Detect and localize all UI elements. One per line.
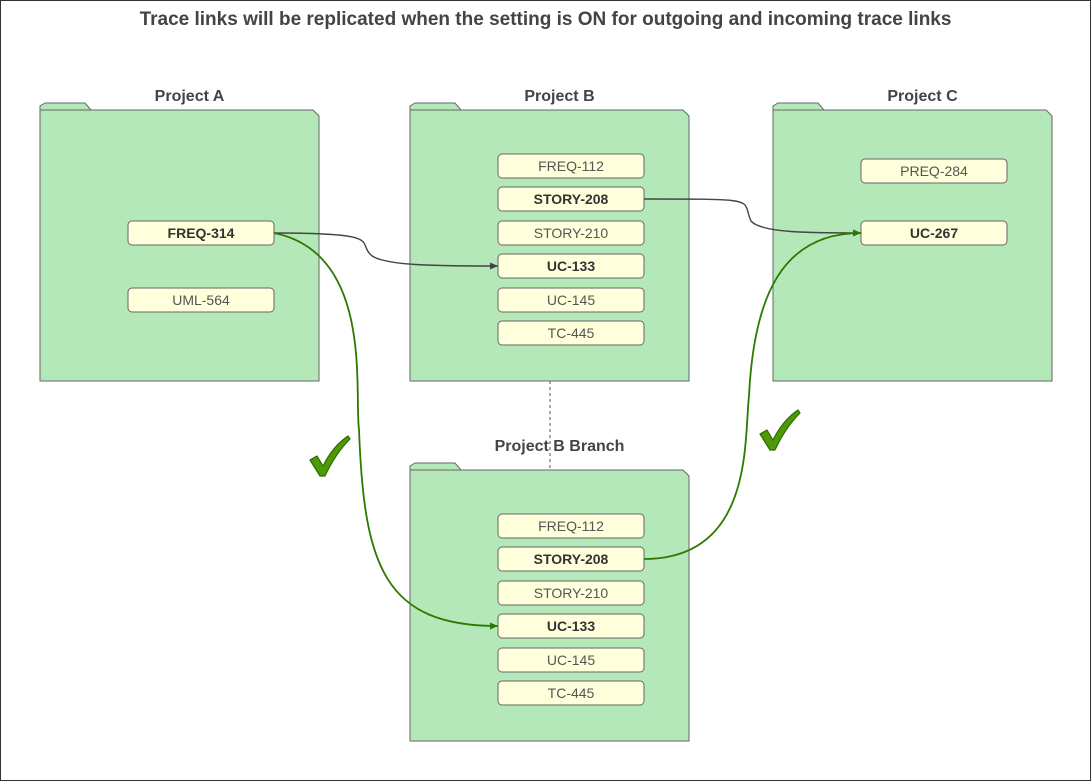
trace-link-bb-story-208-to-c-uc-267 [643, 229, 862, 560]
artifact-label: STORY-210 [534, 225, 609, 241]
diagram-title: Trace links will be replicated when the … [139, 9, 952, 30]
folder-label: Project B [524, 88, 594, 105]
artifact-uc-133[interactable]: UC-133 [497, 253, 645, 279]
folder-tab [409, 462, 463, 471]
artifact-box[interactable] [497, 153, 645, 179]
artifact-uc-133[interactable]: UC-133 [497, 613, 645, 639]
folder-tab [409, 102, 463, 111]
artifact-freq-314[interactable]: FREQ-314 [127, 220, 275, 246]
artifact-label: UC-133 [547, 258, 595, 274]
artifact-tc-445[interactable]: TC-445 [497, 320, 645, 346]
artifact-tc-445[interactable]: TC-445 [497, 680, 645, 706]
artifact-label: UC-133 [547, 618, 595, 634]
artifact-story-208[interactable]: STORY-208 [497, 186, 645, 212]
artifact-box[interactable] [497, 680, 645, 706]
artifact-uml-564[interactable]: UML-564 [127, 287, 275, 313]
trace-link-a-freq-314-to-b-uc-133 [273, 232, 499, 270]
artifact-box[interactable] [497, 220, 645, 246]
folder-label: Project C [887, 88, 958, 105]
artifact-box[interactable] [497, 320, 645, 346]
folder-project-b: Project B FREQ-112STORY-208STORY-210UC-13… [409, 88, 690, 382]
artifact-label: TC-445 [548, 325, 595, 341]
trace-link-a-freq-314-to-bb-uc-133 [273, 232, 499, 630]
artifact-label: FREQ-112 [538, 518, 604, 534]
artifact-box[interactable] [497, 647, 645, 673]
artifact-box[interactable] [497, 513, 645, 539]
artifact-label: STORY-208 [534, 191, 609, 207]
artifact-freq-112[interactable]: FREQ-112 [497, 513, 645, 539]
artifact-label: PREQ-284 [900, 163, 968, 179]
artifact-label: UC-267 [910, 225, 958, 241]
folder-label: Project A [155, 88, 225, 105]
artifact-uc-267[interactable]: UC-267 [860, 220, 1008, 246]
artifact-box[interactable] [497, 580, 645, 606]
artifact-box[interactable] [860, 158, 1008, 184]
artifact-label: FREQ-314 [168, 225, 235, 241]
folder-tab [772, 102, 826, 111]
artifact-label: UC-145 [547, 292, 595, 308]
artifact-label: STORY-210 [534, 585, 609, 601]
trace-link-b-story-208-to-c-uc-267 [643, 198, 862, 237]
artifact-uc-145[interactable]: UC-145 [497, 647, 645, 673]
folder-tab [39, 102, 93, 111]
artifact-story-208[interactable]: STORY-208 [497, 546, 645, 572]
artifact-story-210[interactable]: STORY-210 [497, 220, 645, 246]
artifact-story-210[interactable]: STORY-210 [497, 580, 645, 606]
artifact-box[interactable] [127, 287, 275, 313]
artifact-freq-112[interactable]: FREQ-112 [497, 153, 645, 179]
artifact-label: TC-445 [548, 685, 595, 701]
artifact-preq-284[interactable]: PREQ-284 [860, 158, 1008, 184]
artifact-label: STORY-208 [534, 551, 609, 567]
artifact-uc-145[interactable]: UC-145 [497, 287, 645, 313]
artifact-label: FREQ-112 [538, 158, 604, 174]
folder-label: Project B Branch [495, 438, 625, 455]
checkmark-icon [309, 435, 351, 477]
folder-project-bb: Project B BranchFREQ-112STORY-208STORY-2… [409, 438, 690, 742]
artifact-label: UC-145 [547, 652, 595, 668]
checkmark-icon [759, 409, 801, 451]
artifact-box[interactable] [497, 287, 645, 313]
artifact-label: UML-564 [172, 292, 230, 308]
